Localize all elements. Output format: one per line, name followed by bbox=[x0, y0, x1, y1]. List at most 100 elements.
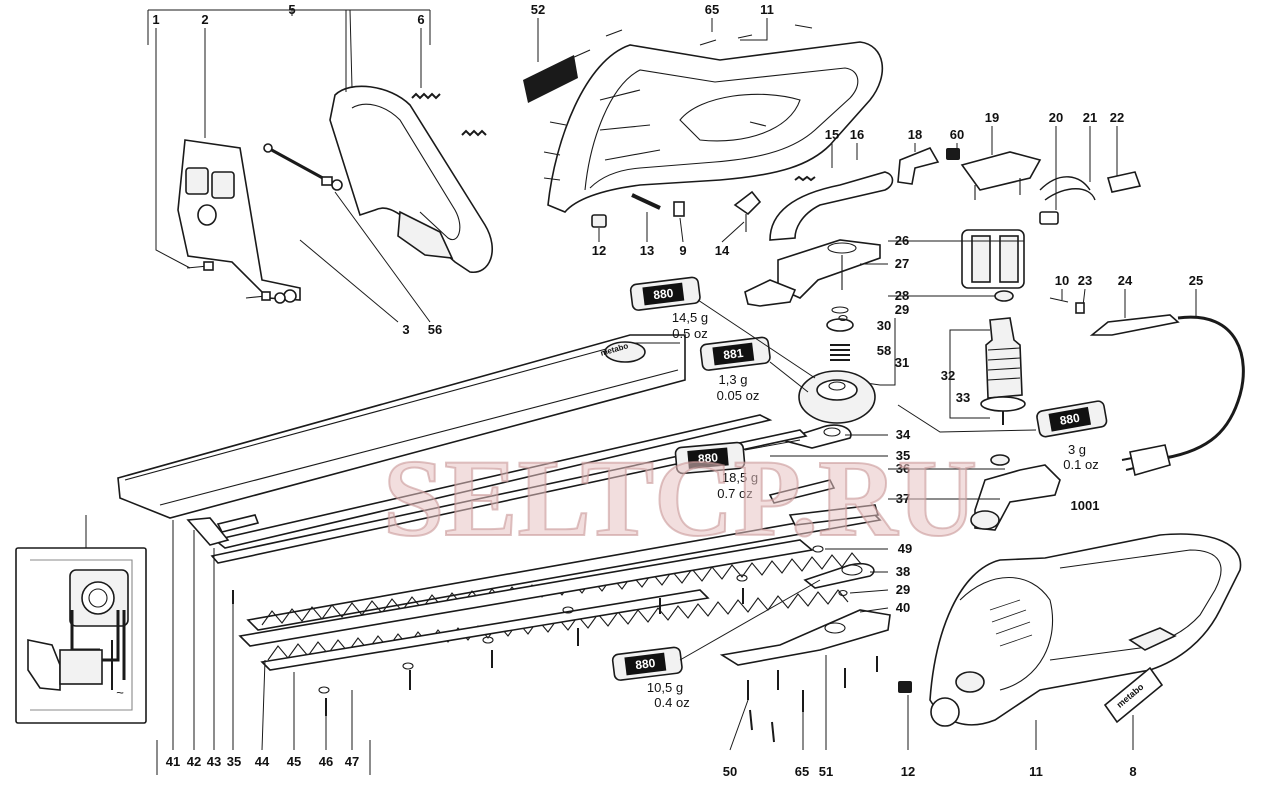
callout-21: 21 bbox=[1083, 110, 1097, 125]
brand-sticker bbox=[1103, 666, 1164, 724]
svg-text:880: 880 bbox=[697, 450, 718, 466]
guide-strip bbox=[768, 479, 880, 526]
washer bbox=[331, 179, 343, 191]
clip bbox=[897, 146, 940, 185]
spring bbox=[794, 175, 816, 182]
leader-lines bbox=[85, 434, 1005, 613]
small-block bbox=[591, 214, 607, 228]
callout-45: 45 bbox=[287, 754, 301, 769]
grease-tube: 881 bbox=[699, 336, 771, 371]
svg-text:880: 880 bbox=[635, 656, 657, 672]
callout-51: 51 bbox=[819, 764, 833, 779]
grease-tube: 880 bbox=[674, 441, 746, 475]
svg-text:880: 880 bbox=[653, 286, 675, 302]
callout-24: 24 bbox=[1118, 273, 1133, 288]
grease-mass-g: 14,5 g bbox=[672, 310, 708, 325]
grease-mass-g: 3 g bbox=[1068, 442, 1086, 457]
terminal-block bbox=[1106, 171, 1142, 193]
callout-50: 50 bbox=[723, 764, 737, 779]
callout-32: 32 bbox=[941, 368, 955, 383]
power-cord bbox=[1089, 314, 1245, 477]
callout-14: 14 bbox=[715, 243, 730, 258]
leader-lines bbox=[679, 299, 1037, 661]
bearing-bracket bbox=[970, 464, 1061, 531]
callout-15: 15 bbox=[825, 127, 839, 142]
grease-mass-oz: 0.5 oz bbox=[672, 326, 707, 341]
callout-41: 41 bbox=[166, 754, 180, 769]
bracket bbox=[744, 279, 797, 307]
screw bbox=[543, 24, 813, 181]
callout-10: 10 bbox=[1055, 273, 1069, 288]
callout-30: 30 bbox=[877, 318, 891, 333]
callout-8: 8 bbox=[1129, 764, 1136, 779]
svg-text:880: 880 bbox=[1059, 411, 1081, 428]
sleeve bbox=[673, 201, 685, 217]
callout-1001: 1001 bbox=[1071, 498, 1100, 513]
pin bbox=[631, 193, 661, 210]
grease-mass-g: 18,5 g bbox=[722, 470, 758, 485]
leader-lines bbox=[537, 18, 1197, 419]
callout-58: 58 bbox=[877, 343, 891, 358]
grease-tube: 880 bbox=[1036, 400, 1108, 438]
blade-guard-rail bbox=[117, 334, 686, 519]
callout-40: 40 bbox=[896, 600, 910, 615]
callout-22: 22 bbox=[1110, 110, 1124, 125]
callout-13: 13 bbox=[640, 243, 654, 258]
callout-12: 12 bbox=[592, 243, 606, 258]
eccentric-plate bbox=[779, 424, 852, 449]
callout-1: 1 bbox=[152, 12, 159, 27]
bearing bbox=[994, 290, 1014, 302]
callout-18: 18 bbox=[908, 127, 922, 142]
callout-29: 29 bbox=[895, 302, 909, 317]
callout-27: 27 bbox=[895, 256, 909, 271]
callout-43: 43 bbox=[207, 754, 221, 769]
leader-lines bbox=[147, 9, 431, 323]
washer bbox=[318, 314, 1010, 694]
label-plate bbox=[523, 55, 578, 103]
callout-3: 3 bbox=[402, 322, 409, 337]
callout-49: 49 bbox=[898, 541, 912, 556]
callout-11: 11 bbox=[1029, 764, 1043, 779]
callout-47: 47 bbox=[345, 754, 359, 769]
callout-38: 38 bbox=[896, 564, 910, 579]
callout-23: 23 bbox=[1078, 273, 1092, 288]
callout-60: 60 bbox=[950, 127, 964, 142]
lock-lever bbox=[733, 190, 762, 232]
callout-6: 6 bbox=[417, 12, 424, 27]
cam-plate bbox=[803, 562, 875, 589]
grease-mass-oz: 0.4 oz bbox=[654, 695, 689, 710]
grease-mass-g: 10,5 g bbox=[647, 680, 683, 695]
callout-31: 31 bbox=[895, 355, 909, 370]
spring bbox=[411, 92, 487, 137]
blade-clip bbox=[186, 514, 260, 546]
long-bolt bbox=[263, 143, 333, 186]
callout-42: 42 bbox=[187, 754, 201, 769]
callout-35: 35 bbox=[227, 754, 241, 769]
watermark: SELTCP.RU bbox=[383, 437, 977, 559]
callout-35: 35 bbox=[896, 448, 910, 463]
callout-56: 56 bbox=[428, 322, 442, 337]
callout-29: 29 bbox=[896, 582, 910, 597]
armature bbox=[980, 317, 1026, 425]
housing-half-shell bbox=[547, 41, 884, 213]
callout-65: 65 bbox=[795, 764, 809, 779]
callout-16: 16 bbox=[850, 127, 864, 142]
callout-19: 19 bbox=[985, 110, 999, 125]
callout-44: 44 bbox=[255, 754, 270, 769]
callout-65: 65 bbox=[705, 2, 719, 17]
screw bbox=[186, 261, 271, 301]
grease-mass-oz: 0.05 oz bbox=[717, 388, 760, 403]
grease-tube: 880 bbox=[629, 276, 701, 311]
callout-20: 20 bbox=[1049, 110, 1063, 125]
bow-handle bbox=[329, 85, 494, 273]
switch-trigger bbox=[769, 171, 894, 241]
wiring-inset bbox=[15, 547, 147, 724]
field-coil bbox=[961, 229, 1025, 289]
callout-11: 11 bbox=[760, 2, 774, 17]
ac-symbol: ~ bbox=[116, 685, 124, 700]
grease-mass-g: 1,3 g bbox=[719, 372, 748, 387]
brush-holder-plate bbox=[960, 151, 1042, 200]
hedge-blade-lower bbox=[238, 539, 849, 671]
screw bbox=[232, 588, 878, 743]
